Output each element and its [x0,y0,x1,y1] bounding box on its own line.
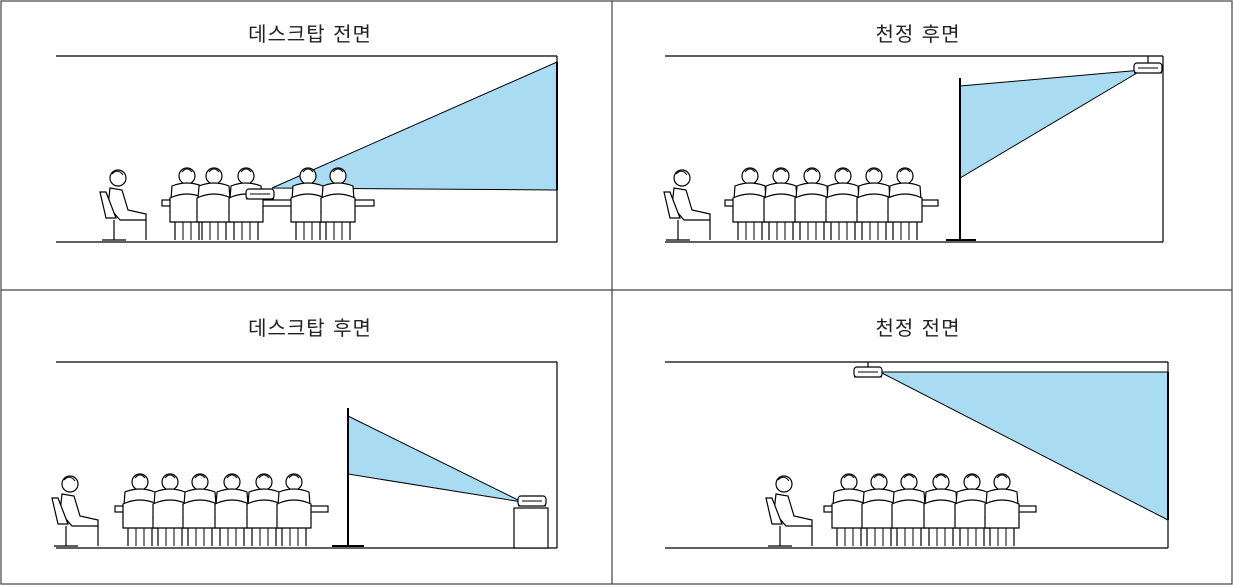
scene-desktop-front [56,56,557,242]
scene-desktop-rear [52,362,557,548]
projection-beam [960,70,1142,178]
scene-ceiling-rear [664,56,1163,242]
projector-icon [1134,63,1162,73]
projection-beam [348,416,522,502]
projector-icon [518,496,546,506]
projector-icon [854,367,882,377]
scene-ceiling-front [665,362,1168,548]
projector-icon [246,189,274,199]
